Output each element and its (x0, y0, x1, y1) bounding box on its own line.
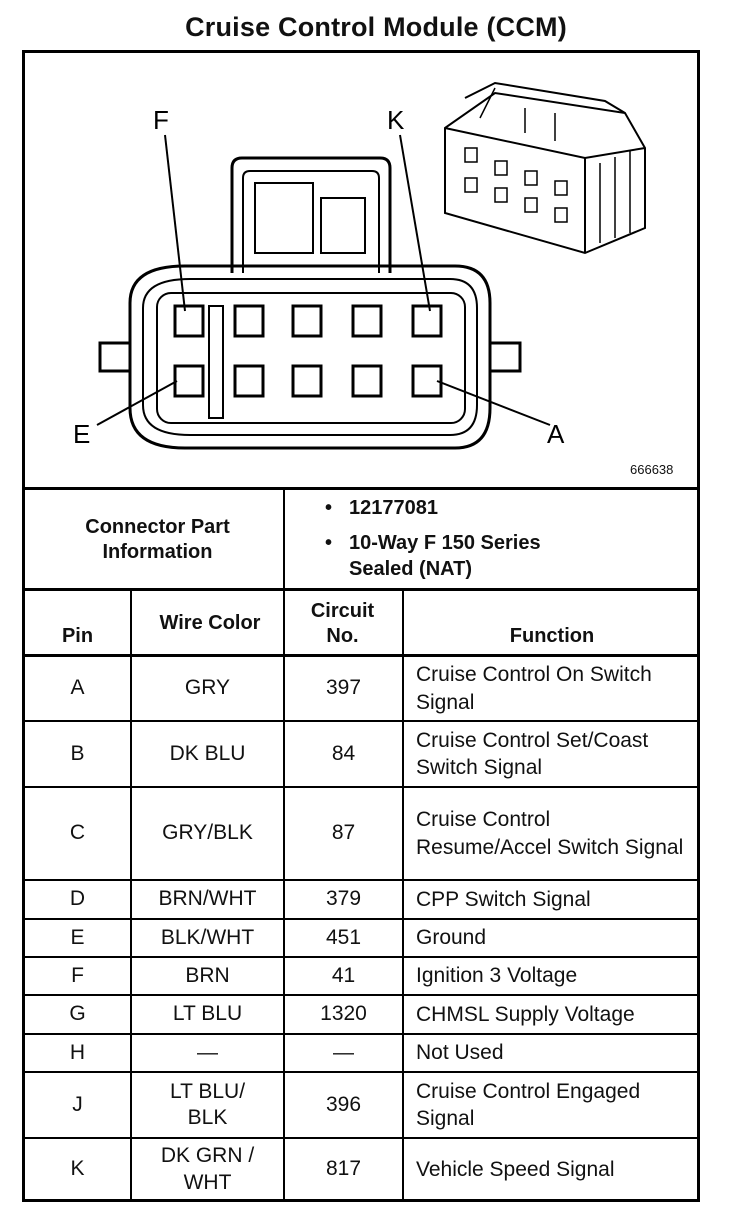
wire-color-cell: BRN/WHT (158, 887, 257, 911)
rule-row (22, 1137, 700, 1139)
circuit-cell: 84 (331, 741, 356, 765)
pin-cell: C (69, 821, 86, 845)
page-title: Cruise Control Module (CCM) (185, 12, 567, 42)
rule-col-pin (130, 590, 132, 1202)
connector-part-number: 12177081 (349, 497, 438, 519)
rule-row (22, 956, 700, 958)
circuit-cell: — (333, 1040, 354, 1064)
function-cell: Cruise Control Resume/Accel Switch Signa… (416, 808, 684, 859)
rule-row (22, 720, 700, 722)
circuit-cell: 379 (325, 887, 362, 911)
wire-color-cell: BLK/WHT (160, 925, 255, 949)
function-cell: CHMSL Supply Voltage (416, 1002, 635, 1026)
circuit-cell: 451 (325, 925, 362, 949)
bullet-icon: • (325, 497, 333, 519)
connector-info-list: • 12177081 • 10-Way F 150 Series Sealed … (325, 495, 625, 582)
circuit-cell: 817 (325, 1157, 362, 1181)
rule-row (22, 1033, 700, 1035)
connector-info-item: • 10-Way F 150 Series Sealed (NAT) (325, 530, 595, 582)
pin-cell: K (70, 1157, 85, 1181)
pin-label-e: E (73, 419, 90, 449)
function-cell: Ground (416, 926, 487, 950)
wire-color-cell: BRN (185, 963, 230, 987)
circuit-cell: 41 (331, 963, 356, 987)
column-header-circuit-no: Circuit No. (310, 599, 375, 647)
column-header-function: Function (509, 624, 595, 647)
pin-cell: B (70, 741, 85, 765)
connector-description: 10-Way F 150 Series Sealed (NAT) (349, 532, 541, 580)
pin-label-f: F (153, 105, 169, 135)
function-cell: Vehicle Speed Signal (416, 1157, 615, 1181)
rule-diagram-bottom (22, 487, 700, 490)
function-cell: Cruise Control Engaged Signal (416, 1079, 641, 1130)
rule-row (22, 994, 700, 996)
circuit-cell: 397 (325, 676, 362, 700)
rule-row (22, 879, 700, 881)
pin-cell: G (69, 1002, 86, 1026)
column-header-pin: Pin (61, 624, 94, 647)
table-frame (22, 50, 700, 1202)
rule-col-wire (283, 590, 285, 1202)
rule-row (22, 1071, 700, 1073)
pin-label-a: A (547, 419, 565, 449)
wire-color-cell: GRY/BLK (162, 821, 253, 845)
rule-info-bottom (22, 588, 700, 591)
connector-info-item: • 12177081 (325, 495, 625, 521)
function-cell: Cruise Control On Switch Signal (416, 663, 652, 714)
wire-color-cell: DK BLU (169, 741, 246, 765)
pin-cell: J (72, 1092, 83, 1116)
wire-color-cell: — (197, 1040, 218, 1064)
circuit-cell: 87 (331, 821, 356, 845)
bullet-icon: • (325, 532, 333, 554)
figure-number: 666638 (630, 462, 674, 477)
connector-diagram: F K E A (73, 81, 646, 450)
circuit-cell: 1320 (320, 1002, 367, 1026)
column-header-wire-color: Wire Color (159, 612, 261, 634)
wire-color-cell: LT BLU (172, 1002, 243, 1026)
function-cell: CPP Switch Signal (416, 887, 591, 911)
function-cell: Cruise Control Set/Coast Switch Signal (416, 728, 649, 779)
rule-info-divider (283, 490, 285, 588)
wire-color-cell: LT BLU/ BLK (169, 1079, 246, 1129)
pin-cell: D (69, 887, 86, 911)
pin-cell: E (70, 925, 85, 949)
pin-cell: F (71, 963, 84, 987)
wire-color-cell: DK GRN / WHT (160, 1144, 255, 1194)
circuit-cell: 396 (325, 1092, 362, 1116)
rule-row (22, 786, 700, 788)
rule-header-bottom (22, 654, 700, 657)
connector-info-label: Connector Part Information (85, 516, 230, 563)
function-cell: Ignition 3 Voltage (416, 964, 578, 988)
function-cell: Not Used (416, 1041, 504, 1065)
rule-row (22, 918, 700, 920)
wire-color-cell: GRY (184, 676, 231, 700)
pin-cell: H (69, 1040, 86, 1064)
pin-label-k: K (387, 105, 405, 135)
pin-cell: A (70, 676, 85, 700)
rule-col-circuit (402, 590, 404, 1202)
